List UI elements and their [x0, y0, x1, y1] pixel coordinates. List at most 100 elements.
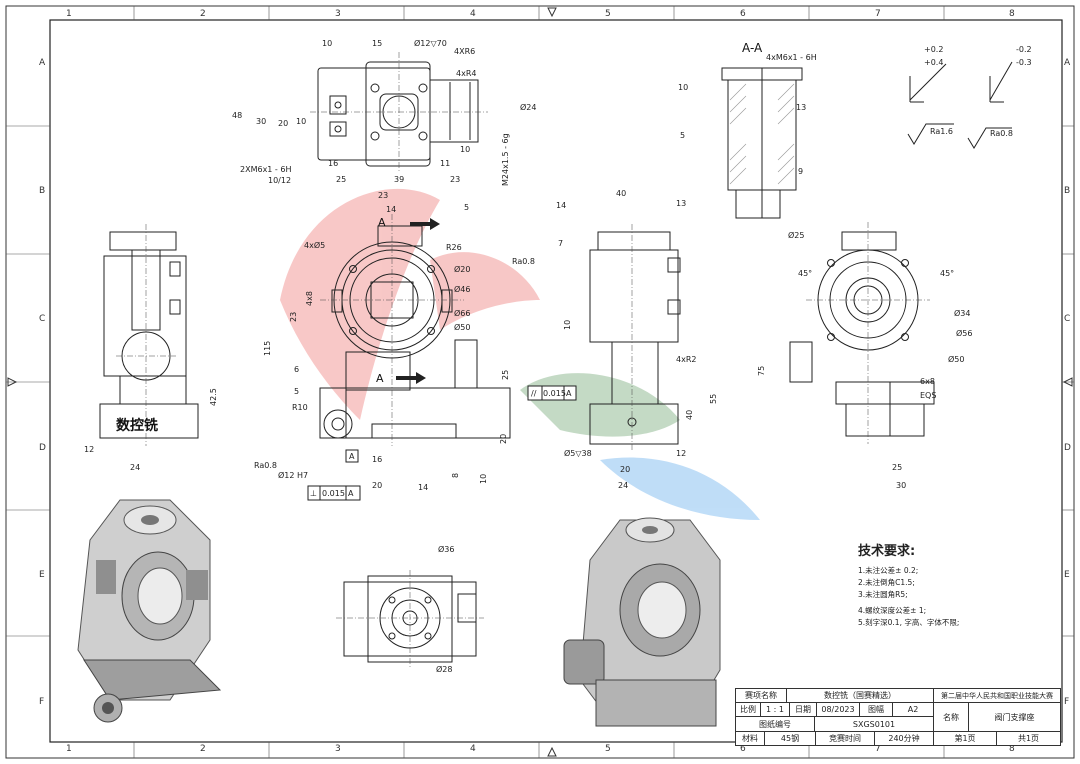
dim-front-12: 23	[289, 312, 298, 322]
dim-front-20: 20	[372, 481, 382, 490]
tol-plus-b: +0.4	[924, 58, 943, 67]
dim-front-7: Ra0.8	[512, 257, 535, 266]
dim-right-2: 14	[556, 201, 566, 210]
watermark-logo	[280, 188, 760, 520]
dim-top-3: Ø12▽70	[414, 38, 447, 48]
dim-top-15: 10	[460, 145, 470, 154]
tb-project-value: 数控铣（国赛精选）	[786, 688, 934, 703]
dim-bottom-2: Ø28	[436, 664, 452, 674]
dim-right-10: 20	[620, 465, 630, 474]
zone-col-6-bottom: 6	[740, 744, 746, 754]
dim-front-8: Ø46	[454, 284, 470, 294]
dim-top-4: 4XR6	[454, 47, 475, 56]
dim-far-5: Ø56	[956, 328, 972, 338]
dim-right-4: 7	[558, 239, 563, 248]
gtol-perpendicular-datum: A	[348, 489, 354, 498]
zone-col-5: 5	[605, 9, 611, 19]
dim-top-19: M24x1.5 - 6g	[501, 133, 510, 186]
tb-sheet-label: 共1页	[996, 731, 1061, 746]
tech-requirement-item: 1.未注公差± 0.2;	[858, 566, 919, 575]
engraving-text: 数控铣	[116, 417, 158, 434]
dim-front-4: 4xØ5	[304, 240, 325, 250]
dim-front-24: 20	[499, 434, 508, 444]
dim-top-13: 39	[394, 175, 404, 184]
left-view	[99, 231, 199, 439]
tb-sheet-value: 第1页	[933, 731, 997, 746]
tb-material-value: 45钢	[764, 731, 816, 746]
front-view-centerlines	[320, 214, 464, 446]
tb-date-value: 08/2023	[816, 702, 860, 717]
dim-top-7: 30	[256, 117, 266, 126]
dim-front-9: Ø66	[454, 308, 470, 318]
zone-col-2-bottom: 2	[200, 744, 206, 754]
dim-right-12: 24	[618, 481, 628, 490]
dimension-annotations: 10 15 Ø12▽70 4XR6 4xR4 48 30 20 10 Ø24 1…	[84, 38, 972, 674]
dim-front-1: 23	[378, 191, 388, 200]
surface-finish-secondary: Ra0.8	[990, 129, 1013, 138]
dim-front-10: Ø50	[454, 322, 470, 332]
tb-name-label: 名称	[933, 702, 969, 732]
right-view	[589, 231, 681, 445]
gtol-perpendicular-value: 0.015	[322, 489, 345, 498]
tb-scale-label: 比例	[735, 702, 761, 717]
section-hatching	[729, 83, 795, 185]
dim-top-5: 4xR4	[456, 69, 476, 78]
dim-far-11: 30	[896, 481, 906, 490]
title-block: 赛项名称 数控铣（国赛精选） 第二届中华人民共和国职业技能大赛 比例 1 : 1…	[735, 688, 1061, 746]
dim-right-7: 40	[685, 410, 694, 420]
tb-format-label: 图幅	[859, 702, 893, 717]
gtol-parallel-value: 0.015	[543, 389, 566, 398]
dim-far-1: Ø25	[788, 230, 804, 240]
dim-top-1: 10	[322, 39, 332, 48]
surface-finish-primary: Ra1.6	[930, 127, 953, 136]
far-right-view-centerlines	[806, 222, 930, 444]
section-view	[721, 67, 803, 219]
zone-row-d: D	[39, 443, 46, 453]
zone-row-a-right: A	[1064, 58, 1071, 68]
dim-section-4: 5	[680, 131, 685, 140]
zone-col-3: 3	[335, 9, 341, 19]
dim-front-23: 10	[479, 474, 488, 484]
dim-right-5: 10	[563, 320, 572, 330]
zone-row-e-right: E	[1064, 570, 1070, 580]
tb-material-label: 材料	[735, 731, 765, 746]
dim-front-11: 4x8	[305, 291, 314, 306]
dim-far-2: 45°	[798, 269, 812, 278]
dim-top-10: Ø24	[520, 102, 536, 112]
zone-col-8-bottom: 8	[1009, 744, 1015, 754]
dim-right-3: 13	[676, 199, 686, 208]
tb-format-value: A2	[892, 702, 934, 717]
zone-col-4: 4	[470, 9, 476, 19]
dim-front-15: 5	[294, 387, 299, 396]
tb-date-label: 日期	[789, 702, 817, 717]
dim-far-7: 75	[757, 366, 766, 376]
dim-right-9: Ø5▽38	[564, 448, 592, 458]
dim-top-2: 15	[372, 39, 382, 48]
dim-left-3: 24	[130, 463, 140, 472]
far-right-view	[789, 231, 935, 437]
zone-col-1: 1	[66, 9, 72, 19]
section-label: A-A	[742, 41, 763, 55]
dim-front-22: 8	[451, 473, 460, 478]
tol-minus-b: -0.3	[1016, 58, 1032, 67]
centering-marks	[7, 7, 1073, 757]
dim-front-13: 115	[263, 341, 272, 356]
zone-row-e: E	[39, 570, 45, 580]
dim-bottom-1: Ø36	[438, 544, 454, 554]
dim-right-11: 12	[676, 449, 686, 458]
zone-ticks	[6, 6, 1074, 758]
zone-col-6: 6	[740, 9, 746, 19]
bottom-view-centerlines	[336, 570, 484, 668]
tb-project-label: 赛项名称	[735, 688, 787, 703]
dim-front-2: 14	[386, 205, 396, 214]
dim-section-2: 10	[678, 83, 688, 92]
gtol-parallel-datum: A	[566, 389, 572, 398]
dim-front-3: 5	[464, 203, 469, 212]
zone-row-d-right: D	[1064, 443, 1071, 453]
tol-plus-a: +0.2	[924, 45, 943, 54]
zone-col-7-bottom: 7	[875, 744, 881, 754]
dim-far-3: 45°	[940, 269, 954, 278]
dim-top-14: 11	[440, 159, 450, 168]
tb-time-label: 竞赛时间	[815, 731, 875, 746]
